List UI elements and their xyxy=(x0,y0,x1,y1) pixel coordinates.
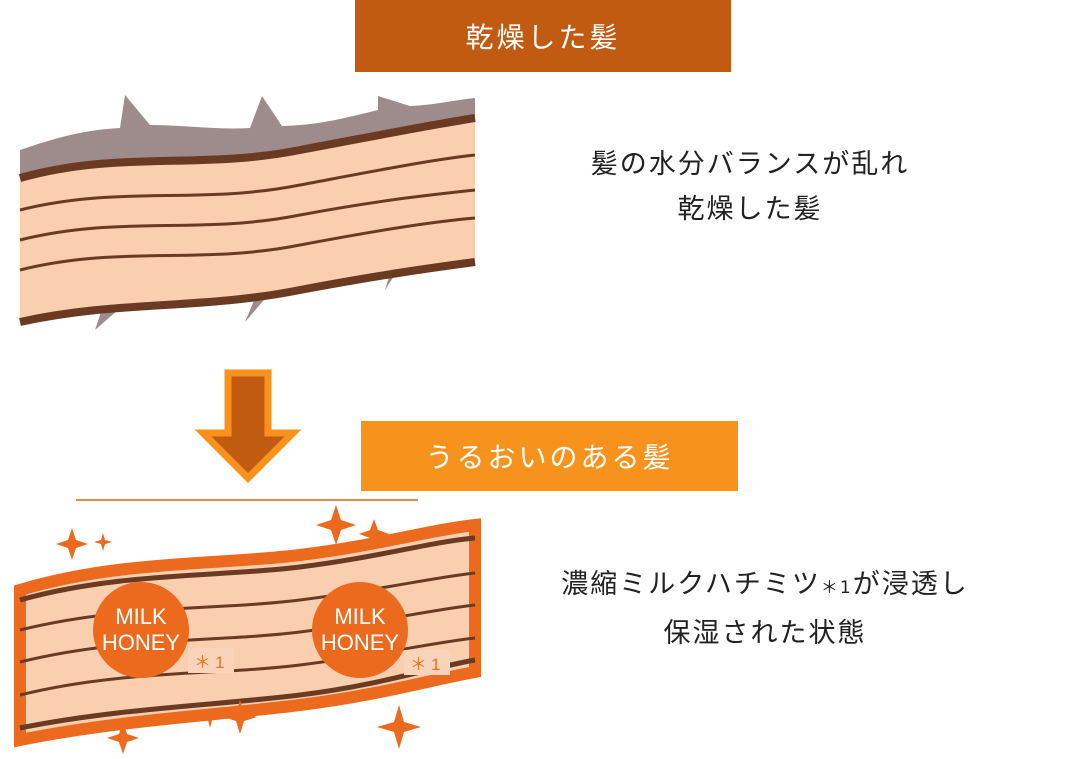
dry-description-line-1: 髪の水分バランスが乱れ xyxy=(590,149,910,180)
sparkle-icon xyxy=(94,533,112,551)
down-arrow-icon xyxy=(194,369,302,483)
dry-hair-strand xyxy=(18,95,476,330)
healthy-hair-line-1 xyxy=(19,535,476,603)
badge-line-1: MILK xyxy=(334,604,386,629)
dry-hair-edge-top xyxy=(18,114,476,182)
milk-honey-badge-2: MILK HONEY xyxy=(310,604,410,656)
milk-honey-badge-1: MILK HONEY xyxy=(91,604,191,656)
dry-description-line-2: 乾燥した髪 xyxy=(677,194,823,225)
sparkle-icon xyxy=(316,505,356,545)
dry-hair-description: 髪の水分バランスが乱れ 乾燥した髪 xyxy=(540,142,960,232)
badge-line-1: MILK xyxy=(115,604,167,629)
sparkle-icon xyxy=(359,519,389,549)
sparkle-icon xyxy=(377,705,421,749)
badge-line-2: HONEY xyxy=(101,630,181,655)
dry-hair-line-1 xyxy=(19,153,476,212)
dry-hair-edge-bottom xyxy=(19,258,476,326)
moist-description-line-1-pre: 濃縮ミルクハチミツ xyxy=(561,569,821,600)
dry-hair-title: 乾燥した髪 xyxy=(355,0,731,72)
moist-description-line-1-post: が浸透し xyxy=(852,569,969,600)
sparkle-icon xyxy=(200,708,220,728)
milk-honey-badge-circle-1 xyxy=(93,582,189,678)
moist-hair-title: うるおいのある髪 xyxy=(361,421,738,491)
healthy-hair-strand xyxy=(14,518,481,748)
dry-hair-line-2 xyxy=(19,188,476,242)
badge-footnote-2: ＊1 xyxy=(404,650,451,675)
dry-hair-line-3 xyxy=(19,216,476,272)
footnote-marker: ＊1 xyxy=(820,578,853,598)
moist-description-line-1: 濃縮ミルクハチミツ＊1が浸透し xyxy=(520,562,1010,611)
sparkle-icon xyxy=(223,700,257,734)
sparkle-icon xyxy=(56,528,88,560)
badge-line-2: HONEY xyxy=(320,630,400,655)
moist-description-line-2: 保湿された状態 xyxy=(663,618,867,649)
sparkle-icon xyxy=(107,722,139,754)
healthy-hair-line-4 xyxy=(19,636,476,697)
moist-hair-description: 濃縮ミルクハチミツ＊1が浸透し 保湿された状態 xyxy=(520,562,1010,656)
sparkles xyxy=(56,505,421,754)
badge-footnote-1: ＊1 xyxy=(188,648,235,673)
milk-honey-badge-circle-2 xyxy=(312,582,408,678)
dry-hair-body xyxy=(20,118,475,322)
